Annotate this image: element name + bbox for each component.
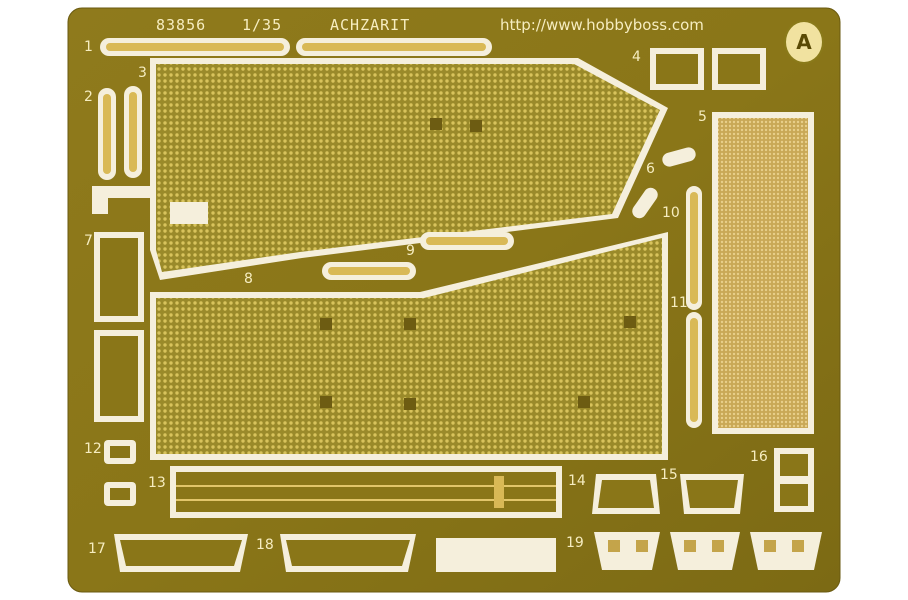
part-10-11-strips xyxy=(686,186,702,428)
part-label-2: 2 xyxy=(84,89,93,105)
part-label-7: 7 xyxy=(84,233,93,249)
part-4-brackets xyxy=(650,48,766,90)
part-label-11: 11 xyxy=(670,295,688,311)
part-label-1: 1 xyxy=(84,39,93,55)
lower-mesh-panel xyxy=(150,232,668,460)
part-label-3: 3 xyxy=(138,65,147,81)
upper-mesh-panel xyxy=(150,58,668,280)
part-label-12: 12 xyxy=(84,441,102,457)
part-5-grille xyxy=(712,112,814,434)
part-label-8: 8 xyxy=(244,271,253,287)
part-9-strips xyxy=(322,232,514,280)
part-label-4: 4 xyxy=(632,49,641,65)
mesh-holes xyxy=(320,118,636,410)
part-label-19: 19 xyxy=(566,535,584,551)
part-label-14: 14 xyxy=(568,473,586,489)
part-label-18: 18 xyxy=(256,537,274,553)
part-label-6: 6 xyxy=(646,161,655,177)
part-17-18-plates xyxy=(114,534,416,572)
part-label-10: 10 xyxy=(662,205,680,221)
part-label-13: 13 xyxy=(148,475,166,491)
small-tab-grid xyxy=(436,538,556,572)
part-label-5: 5 xyxy=(698,109,707,125)
fret-scale: 1/35 xyxy=(242,16,283,34)
part-label-17: 17 xyxy=(88,541,106,557)
part-6-tabs xyxy=(632,147,696,219)
fret-url: http://www.hobbyboss.com xyxy=(500,16,704,34)
part-label-15: 15 xyxy=(660,467,678,483)
fret-name: ACHZARIT xyxy=(330,16,411,34)
sheet-letter-badge: A xyxy=(784,20,824,64)
part-label-16: 16 xyxy=(750,449,768,465)
part-16-frame xyxy=(774,448,814,512)
part-7-plates xyxy=(94,232,144,422)
part-12-clips xyxy=(104,440,136,506)
part-1-strips xyxy=(100,38,492,56)
part-13-strip xyxy=(170,466,562,518)
fret-part-number: 83856 xyxy=(156,16,207,34)
part-label-9: 9 xyxy=(406,243,415,259)
part-2-3-strips xyxy=(98,86,142,180)
part-19-fittings xyxy=(594,532,822,570)
part-14-15-brackets xyxy=(592,474,744,514)
part-7-bracket xyxy=(92,186,152,214)
